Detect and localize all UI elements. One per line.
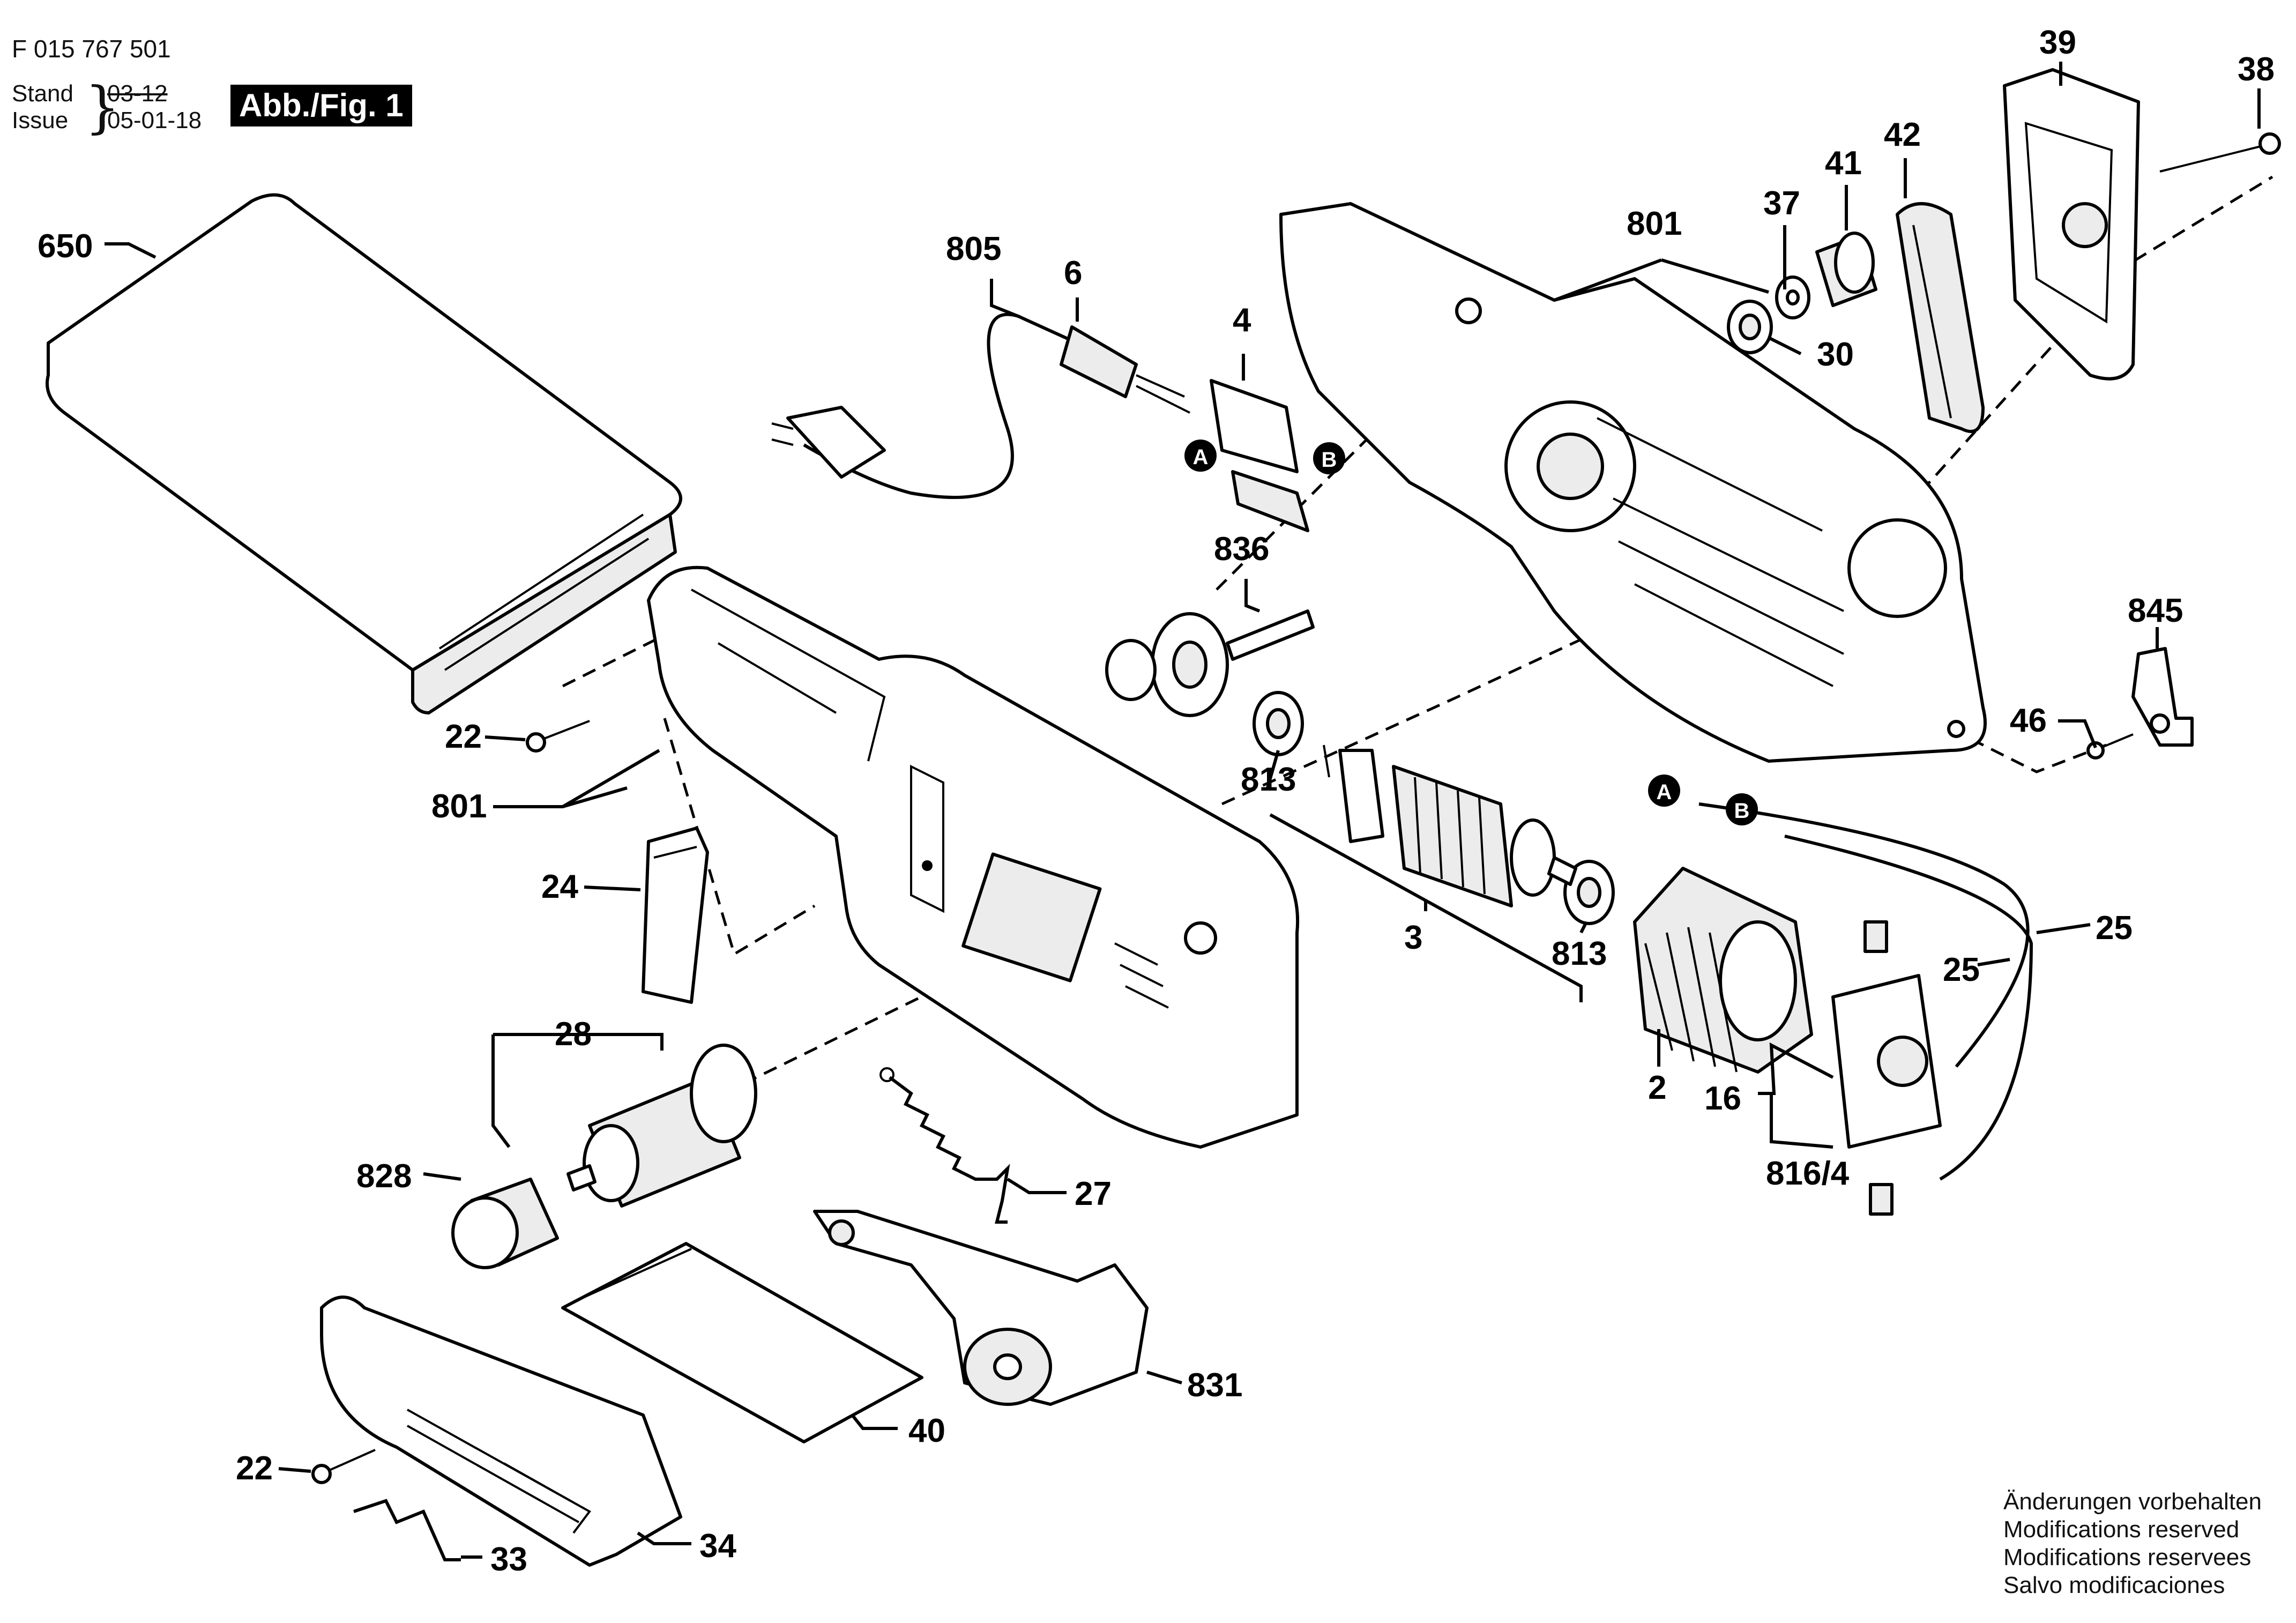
modifications-notice: Änderungen vorbehalten Modifications res… [2003,1488,2262,1599]
clip-33 [353,1499,461,1561]
screw-46 [2086,733,2134,760]
field-stator-2 [1633,867,1813,1074]
washer-37 [1775,276,1810,319]
notice-line-de: Änderungen vorbehalten [2003,1488,2262,1515]
callout-805: 805 [946,230,1001,267]
drive-assembly-28 [566,1044,757,1208]
callout-38: 38 [2238,51,2275,88]
callout-34: 34 [699,1528,736,1565]
callout-813-top: 813 [1241,761,1296,798]
callout-813-bottom: 813 [1552,935,1607,972]
document-number: F 015 767 501 [12,35,171,63]
callout-801-top: 801 [1627,205,1682,242]
callout-3: 3 [1404,919,1422,956]
housing-left-801 [647,565,1300,1149]
callout-41: 41 [1825,145,1862,182]
callout-831: 831 [1187,1367,1242,1404]
assembly-line-drive-28 [722,979,955,1095]
connector-b-switch: B [1313,442,1345,474]
cover-39 [2003,68,2140,381]
clip-24 [642,827,709,1004]
power-cable-805 [771,312,1190,499]
armature-3 [1323,745,1577,907]
svg-text:B: B [1322,448,1337,472]
issue-label: Issue [12,107,69,133]
callout-37: 37 [1763,185,1800,222]
screw-22-top [526,720,590,753]
callout-836: 836 [1214,531,1269,568]
cable-sleeve-6 [1060,325,1138,398]
connector-a-wire: A [1648,775,1680,807]
new-date: 05-01-18 [107,107,202,133]
stand-issue-labels: Stand Issue [12,80,73,134]
screw-38 [2159,132,2281,173]
svg-text:A: A [1657,780,1672,804]
toothed-belt-42 [1896,202,1985,433]
callout-828: 828 [356,1158,412,1195]
leader-lines [105,62,2261,1559]
callout-22-bottom: 22 [236,1450,273,1487]
bearing-813-bottom [1563,860,1615,925]
callout-845: 845 [2128,592,2183,629]
svg-text:A: A [1193,445,1209,469]
callout-801-left: 801 [431,788,487,825]
brush-holder-16 [1831,920,1942,1216]
cap-828 [451,1178,559,1269]
brace-glyph: } [85,75,121,140]
callout-24: 24 [541,868,578,905]
spring-27 [879,1067,1010,1224]
drive-shaft-836 [1105,609,1315,717]
housing-right-801 [1279,202,1987,763]
switch-4 [1210,379,1309,532]
callout-650: 650 [38,228,93,265]
callout-25-b: 25 [2096,910,2133,947]
bracket-845 [2131,647,2194,747]
callout-25-a: 25 [1943,951,1980,988]
callout-42: 42 [1884,116,1921,153]
pulley-41 [1815,232,1877,307]
connector-b-wire: B [1726,793,1758,825]
connector-a-switch: A [1184,440,1217,472]
stand-label: Stand [12,80,73,107]
assembly-line-screw-46 [1950,727,2107,773]
notice-line-es: Salvo modificaciones [2003,1572,2225,1598]
callout-40: 40 [908,1412,945,1449]
dust-bag-650 [46,193,682,714]
svg-text:B: B [1734,799,1750,823]
callout-6: 6 [1064,255,1082,292]
callout-labels: 650 805 6 4 801 37 41 42 39 38 30 836 84… [38,24,2275,1578]
callout-2: 2 [1648,1069,1666,1106]
issue-dates: 03-12 05-01-18 [107,80,202,134]
tension-lever-831 [813,1210,1149,1406]
old-date: 03-12 [107,80,168,107]
callout-30: 30 [1817,336,1854,373]
wires-25 [1698,802,2033,1181]
figure-label: Abb./Fig. 1 [230,85,412,126]
bearing-30 [1727,300,1773,354]
plate-40 [561,1242,923,1443]
screw-22-bottom [311,1449,376,1484]
callout-39: 39 [2039,24,2076,61]
bearing-813-top [1253,691,1304,756]
callout-4: 4 [1233,302,1251,339]
callout-27: 27 [1075,1175,1112,1212]
callout-22-top: 22 [445,718,482,755]
callout-28: 28 [555,1016,592,1053]
base-plate-34 [320,1296,682,1567]
callout-46: 46 [2010,702,2047,739]
callout-33: 33 [490,1541,527,1578]
callout-16: 16 [1704,1080,1741,1117]
notice-line-en: Modifications reserved [2003,1516,2240,1543]
callout-816-4: 816/4 [1766,1155,1850,1192]
notice-line-fr: Modifications reservees [2003,1544,2252,1570]
